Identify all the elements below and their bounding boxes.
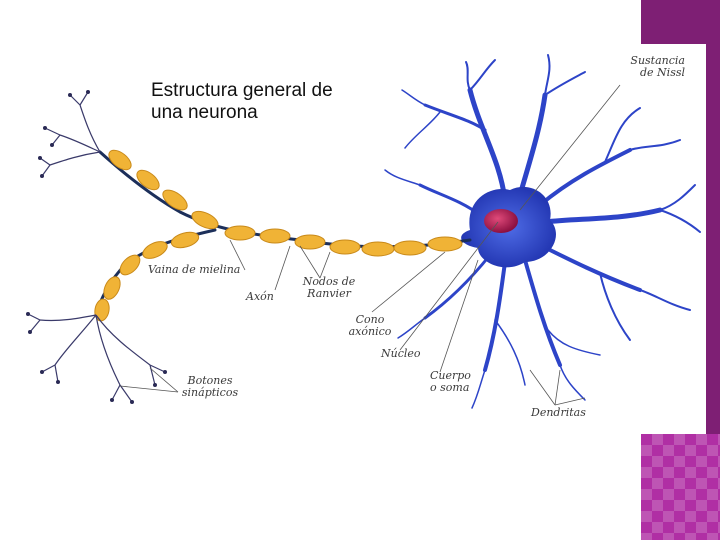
label-dendritas: Dendritas xyxy=(531,406,586,419)
label-nucleo: Núcleo xyxy=(381,347,421,360)
leader-lines xyxy=(119,84,621,406)
nucleus xyxy=(484,209,518,233)
label-nodos-ranvier: Nodos de Ranvier xyxy=(302,275,356,300)
label-sustancia-nissl: Sustancia de Nissl xyxy=(630,54,685,79)
side-pattern xyxy=(641,434,720,540)
axon-terminals-lower xyxy=(27,313,166,403)
slide-title: Estructura general de una neurona xyxy=(151,80,333,124)
label-cuerpo-soma: Cuerpo o soma xyxy=(430,369,471,394)
label-axon: Axón xyxy=(246,290,274,303)
neuron-figure xyxy=(0,44,706,434)
myelin-sheath xyxy=(94,149,463,322)
label-botones-sinapticos: Botones sinápticos xyxy=(181,374,239,399)
label-cono-axonico: Cono axónico xyxy=(348,313,392,338)
label-vaina-mielina: Vaina de mielina xyxy=(148,263,241,276)
title-line-2: una neurona xyxy=(151,102,258,123)
axon-terminals-upper xyxy=(39,91,101,177)
synaptic-buttons xyxy=(26,90,167,404)
title-line-1: Estructura general de xyxy=(151,80,333,101)
